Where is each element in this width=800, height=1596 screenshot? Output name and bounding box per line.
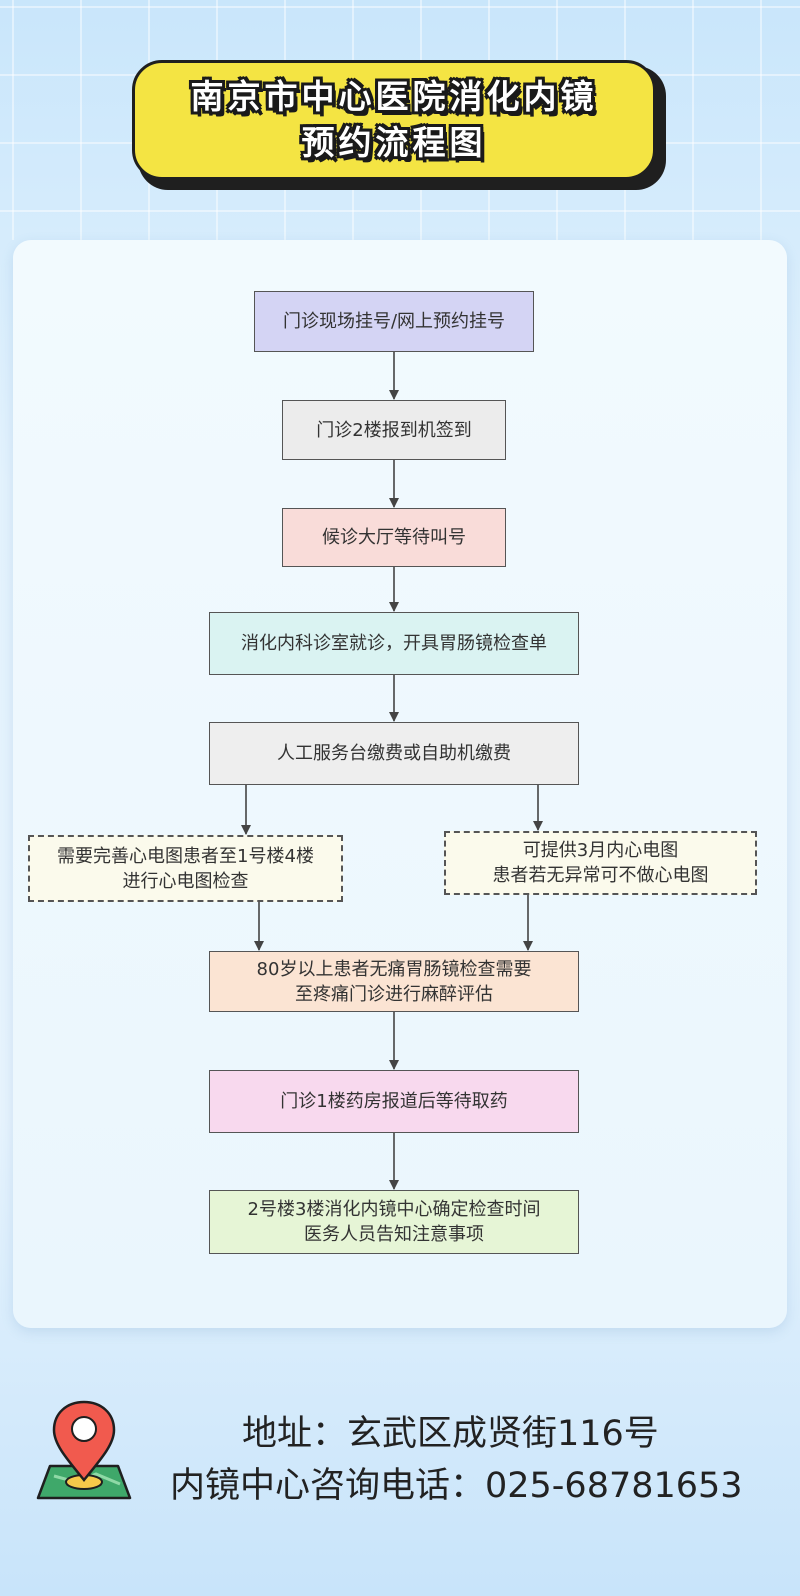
phone-text: 内镜中心咨询电话：025-68781653 (170, 1466, 743, 1506)
note-ecg-provided-line1: 可提供3月内心电图 (522, 840, 679, 861)
step-checkin: 门诊2楼报到机签到 (282, 400, 506, 460)
note-ecg-provided-line2: 患者若无异常可不做心电图 (492, 865, 709, 886)
title-line-1: 南京市中心医院消化内镜 (190, 77, 598, 116)
step-pharmacy: 门诊1楼药房报道后等待取药 (209, 1070, 579, 1133)
step-waiting: 候诊大厅等待叫号 (282, 508, 506, 567)
title-banner: 南京市中心医院消化内镜 预约流程图 (132, 60, 656, 180)
step-payment: 人工服务台缴费或自助机缴费 (209, 722, 579, 785)
address-text: 地址：玄武区成贤街116号 (242, 1414, 659, 1454)
step-registration-label: 门诊现场挂号/网上预约挂号 (282, 311, 506, 332)
step-pharmacy-label: 门诊1楼药房报道后等待取药 (280, 1091, 508, 1112)
step-anesthesia-line1: 80岁以上患者无痛胃肠镜检查需要 (256, 958, 532, 980)
step-endoscopy-center: 2号楼3楼消化内镜中心确定检查时间 医务人员告知注意事项 (209, 1190, 579, 1254)
step-payment-label: 人工服务台缴费或自助机缴费 (277, 743, 511, 764)
location-pin-map-icon (36, 1400, 132, 1500)
note-ecg-required: 需要完善心电图患者至1号楼4楼 进行心电图检查 (28, 835, 343, 902)
step-checkin-label: 门诊2楼报到机签到 (316, 419, 472, 441)
step-registration: 门诊现场挂号/网上预约挂号 (254, 291, 534, 352)
title-line-2: 预约流程图 (301, 123, 487, 162)
step-endoscopy-line1: 2号楼3楼消化内镜中心确定检查时间 (247, 1199, 541, 1220)
step-consultation-label: 消化内科诊室就诊，开具胃肠镜检查单 (241, 633, 547, 654)
note-ecg-required-line2: 进行心电图检查 (122, 870, 249, 892)
step-anesthesia-line2: 至疼痛门诊进行麻醉评估 (295, 983, 493, 1005)
step-anesthesia-assessment: 80岁以上患者无痛胃肠镜检查需要 至疼痛门诊进行麻醉评估 (209, 951, 579, 1012)
step-endoscopy-line2: 医务人员告知注意事项 (304, 1224, 484, 1245)
note-ecg-provided: 可提供3月内心电图 患者若无异常可不做心电图 (444, 831, 757, 895)
note-ecg-required-line1: 需要完善心电图患者至1号楼4楼 (57, 845, 314, 867)
step-consultation: 消化内科诊室就诊，开具胃肠镜检查单 (209, 612, 579, 675)
step-waiting-label: 候诊大厅等待叫号 (322, 527, 466, 548)
